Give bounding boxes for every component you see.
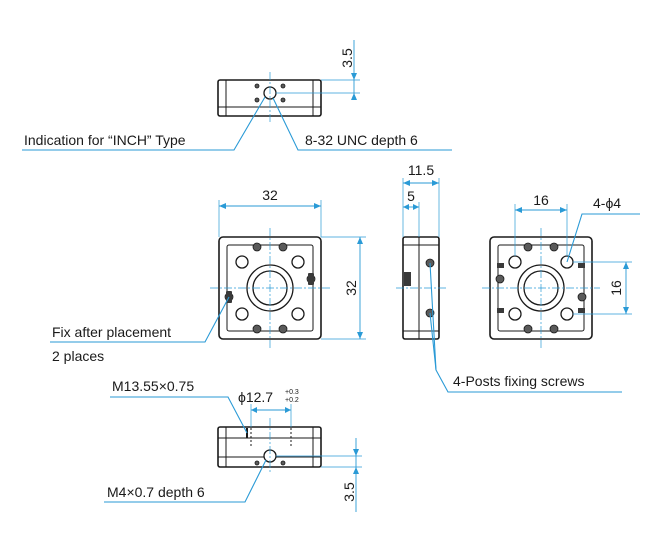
dim-top-height: 3.5 xyxy=(339,48,355,68)
front-post-hole-tr xyxy=(291,255,305,269)
label-two-places: 2 places xyxy=(52,348,104,364)
dim-bore-diameter: ϕ12.7 xyxy=(238,389,273,405)
bottom-view xyxy=(217,404,362,512)
leader-inch-indication xyxy=(22,96,266,151)
dim-bottom-height: 3.5 xyxy=(341,482,357,502)
front-post-hole-tl xyxy=(235,255,249,269)
dim-front-width: 32 xyxy=(262,187,278,203)
label-fix-after-placement: Fix after placement xyxy=(52,324,171,340)
front-screw xyxy=(252,242,262,252)
leader-posts-fixing xyxy=(429,262,622,393)
dim-side-overall: 11.5 xyxy=(408,162,434,178)
back-view xyxy=(482,204,632,348)
side-view xyxy=(396,178,446,340)
dim-back-spacing-v: 16 xyxy=(608,280,624,296)
label-m13-thread: M13.55×0.75 xyxy=(112,378,194,394)
leader-unc-thread xyxy=(272,97,452,151)
label-posts-fixing-screws: 4-Posts fixing screws xyxy=(453,373,584,389)
front-post-hole-bl xyxy=(235,307,249,321)
front-view xyxy=(210,200,366,348)
label-inch-indication: Indication for “INCH” Type xyxy=(24,132,186,148)
dim-back-spacing-h: 16 xyxy=(533,192,549,208)
leader-fix-after-placement xyxy=(50,296,230,343)
leader-m13-thread xyxy=(110,396,248,434)
leader-m4-thread xyxy=(104,459,267,503)
dim-bore-tol-lower: +0.2 xyxy=(285,397,299,404)
front-post-hole-br xyxy=(291,307,305,321)
dim-front-height: 32 xyxy=(343,280,359,296)
label-m4-thread: M4×0.7 depth 6 xyxy=(107,484,205,500)
dim-bore-tol-upper: +0.3 xyxy=(285,389,299,396)
label-unc-thread: 8-32 UNC depth 6 xyxy=(305,132,418,148)
top-view xyxy=(217,40,360,124)
dim-side-partial: 5 xyxy=(407,188,415,204)
label-four-phi4: 4-ϕ4 xyxy=(593,195,621,211)
